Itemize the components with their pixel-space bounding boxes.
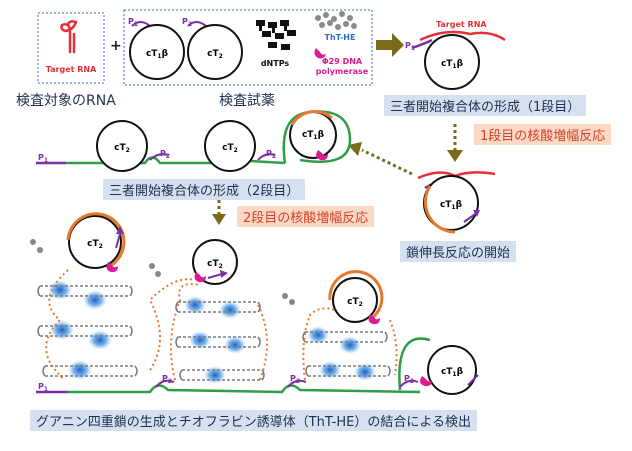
orange-dotted-a	[45, 269, 69, 381]
p2-label-row2b: P2	[266, 149, 276, 160]
arrow-bottomB-head	[220, 270, 228, 278]
orange-dotted-f	[389, 319, 398, 376]
chain-start-label: 鎖伸長反応の開始	[400, 241, 517, 262]
dntps-label: dNTPs	[261, 59, 290, 68]
ct2-circle-bottomA	[68, 215, 122, 269]
phi29-bottomC	[368, 314, 380, 325]
gquad-stack-right	[302, 326, 391, 381]
dotted-arrow-down-1-head	[447, 150, 463, 162]
p2-label-row2a: P2	[160, 149, 170, 160]
ct2-circle-bottomC	[332, 277, 378, 323]
gquad-stack-middle	[175, 296, 265, 384]
phi29-bottomB	[194, 272, 206, 283]
p2-label-bottom-a: P2	[162, 374, 172, 385]
phi29-bottomD	[420, 376, 432, 387]
ct2-text-bottomA: cT2	[87, 239, 103, 250]
step1-complex-label: 三者開始複合体の形成（1段目）	[384, 95, 587, 116]
green-loop-row2	[282, 110, 352, 164]
ct1b-text-row2: cT1β	[302, 130, 325, 141]
target-rna-label: Target RNA	[46, 65, 97, 74]
step2-amp-label: 2段目の核酸増幅反応	[237, 206, 375, 227]
tht-label: ThT-HE	[325, 33, 356, 42]
dntps-icon	[256, 20, 296, 50]
phi29-label-1: Φ29 DNA	[322, 57, 363, 66]
p2-bottom-a	[155, 379, 175, 388]
detection-label: グアニン四重鎖の生成とチオフラビン誘導体（ThT-HE）の結合による検出	[30, 410, 477, 431]
phi29-bottomA	[106, 262, 118, 273]
ct2-circle-row2b	[204, 120, 256, 172]
free-tht-dots	[30, 239, 295, 305]
orange-arc-row2	[290, 110, 333, 126]
ct2-circle	[187, 24, 243, 80]
ct1b-circle-bottomD	[427, 345, 477, 395]
ct2-text-row2b: cT2	[222, 143, 238, 154]
ct1b-circle	[129, 24, 185, 80]
p2-bottom-b	[287, 379, 307, 388]
target-rna-hairpin	[60, 20, 78, 54]
p2-label-bottom-c: P2	[404, 374, 414, 385]
arrow-to-complex1	[376, 33, 404, 57]
step2-complex-label: 三者開始複合体の形成（2段目）	[103, 179, 306, 200]
dotted-arrow-upleft	[361, 148, 413, 176]
ct1b-text-step1: cT1β	[441, 59, 464, 70]
tht-icon	[315, 11, 357, 30]
reagent-box	[123, 9, 373, 86]
green-strand-bottom	[68, 384, 421, 394]
ct1b-text: cT1β	[146, 49, 169, 60]
p1-label-bottom: P1	[38, 382, 48, 393]
orange-dotted-b	[148, 278, 196, 371]
ct2-circle-row2a	[96, 120, 148, 172]
p1-label: P1	[128, 17, 138, 28]
target-rna-box	[37, 12, 105, 84]
orange-dotted-e	[302, 307, 336, 381]
p1-label-3: P1	[38, 153, 48, 164]
p2-label-bottom-b: P2	[290, 374, 300, 385]
arrow-bottomA	[115, 233, 121, 249]
dotted-arrow-down-2-head	[212, 214, 226, 225]
dotted-arrow-upleft-head	[348, 142, 362, 156]
target-rna-label-2: Target RNA	[436, 20, 487, 29]
arrow-bottomD	[467, 374, 479, 386]
chain-arrow-head	[473, 210, 480, 217]
ct2-text-bottomB: cT2	[207, 259, 223, 270]
ct1b-circle-step1	[424, 34, 480, 90]
target-rna-strand	[419, 30, 506, 42]
p1-primer-line	[131, 21, 151, 27]
phi29-label-2: polymerase	[316, 67, 369, 76]
p2-row2b	[257, 153, 276, 161]
plus-sign: +	[110, 38, 122, 54]
p1-on-complex	[411, 38, 433, 50]
target-section-label: 検査対象のRNA	[16, 93, 116, 109]
ct2-text-row2a: cT2	[114, 143, 130, 154]
orange-arc-bottomC	[328, 270, 384, 320]
arrow-bottomA-head	[116, 226, 124, 234]
p2-primer-line	[187, 21, 207, 27]
orange-arc-bottomA	[66, 212, 126, 268]
ct1b-text-bottomD: cT1β	[441, 367, 464, 378]
ct2-text: cT2	[207, 49, 223, 60]
p2-row2a	[149, 153, 169, 161]
green-loop-bottomD	[398, 337, 431, 391]
step1-amp-label: 1段目の核酸増幅反応	[474, 124, 612, 145]
phi29-row2	[316, 150, 328, 161]
reagent-section-label: 検査試薬	[219, 93, 275, 109]
orange-strand-chain	[423, 185, 456, 234]
p2-bottom-c	[399, 379, 419, 388]
gquad-stack-left	[37, 280, 138, 380]
phi29-icon	[314, 48, 326, 59]
p2-label: P2	[182, 17, 192, 28]
p1-label-2: P1	[405, 41, 415, 52]
ct2-text-bottomC: cT2	[347, 297, 363, 308]
ct1b-text-chain: cT1β	[440, 200, 463, 211]
arrow-bottomB	[207, 273, 223, 279]
orange-dotted-c	[170, 283, 201, 381]
